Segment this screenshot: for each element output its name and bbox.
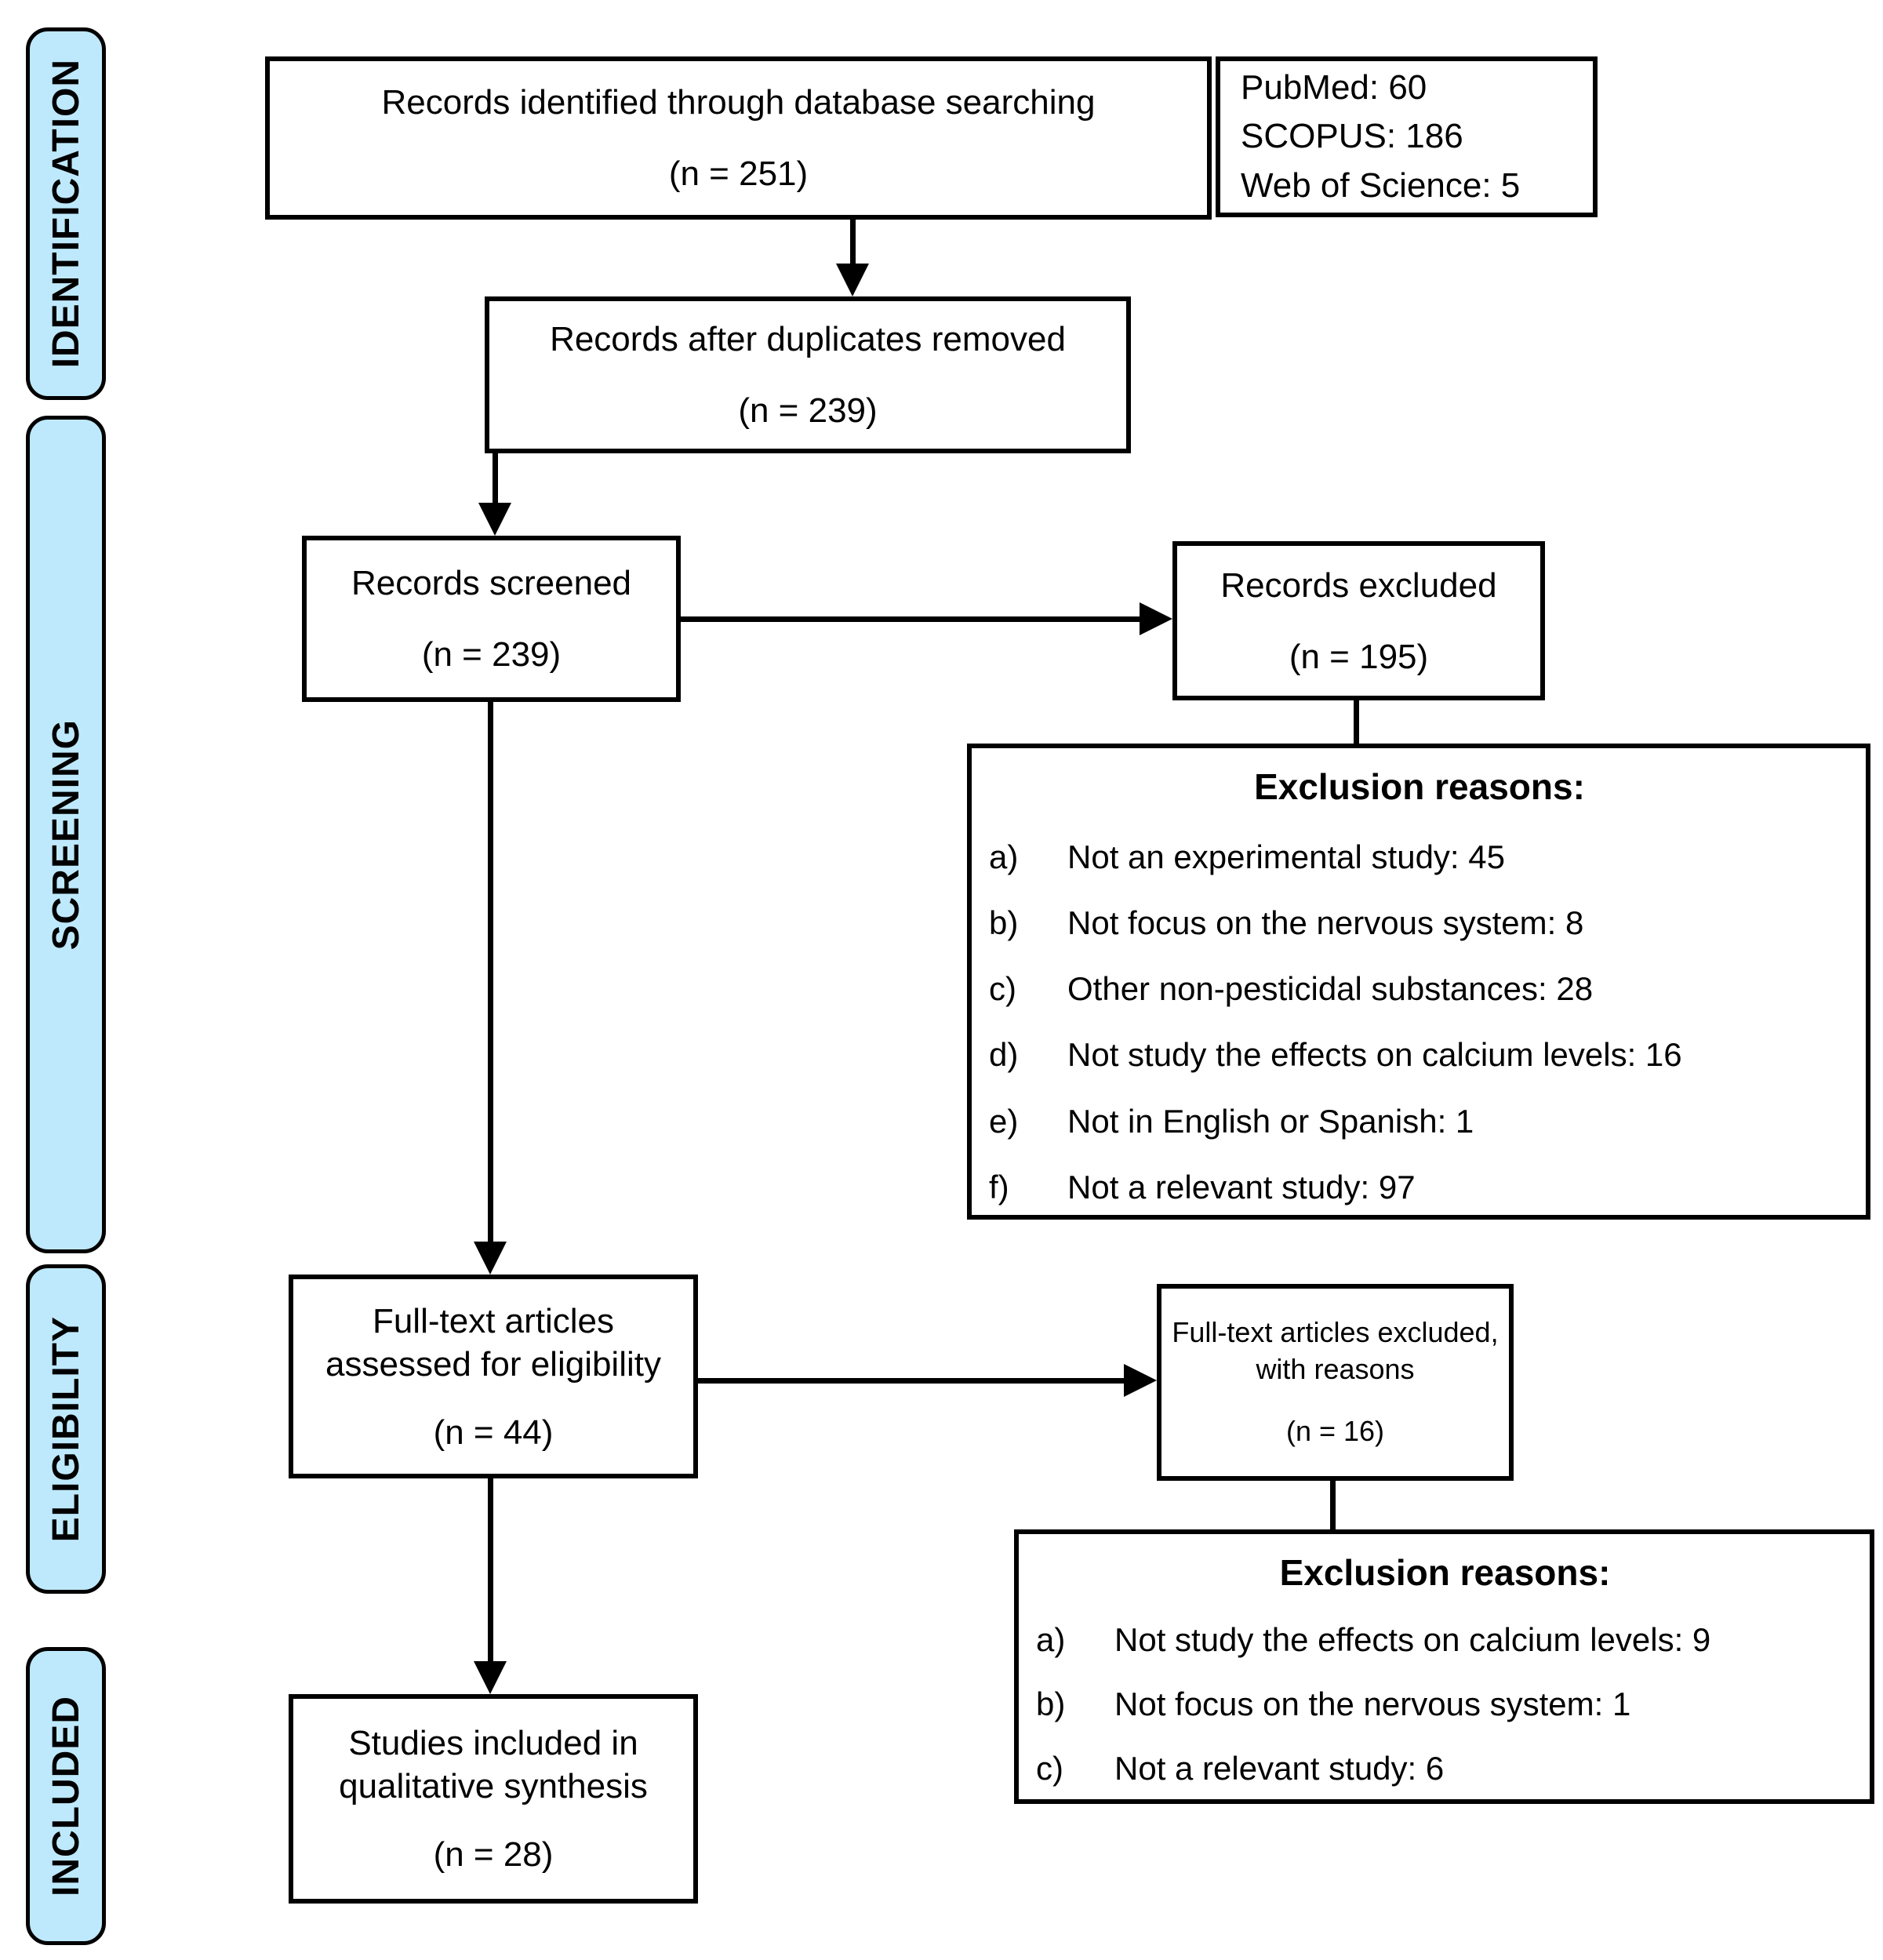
connector-duplicates-to-screened xyxy=(493,453,498,505)
stage-label: INCLUDED xyxy=(45,1696,87,1896)
exclusion-reason-item: a) Not an experimental study: 45 xyxy=(989,840,1850,875)
box-studies-included: Studies included in qualitative synthesi… xyxy=(289,1694,698,1904)
item-text: Not focus on the nervous system: 1 xyxy=(1114,1685,1631,1723)
item-text: Not in English or Spanish: 1 xyxy=(1067,1102,1474,1140)
arrowhead-right-icon xyxy=(1140,602,1172,635)
box-n-value: (n = 28) xyxy=(433,1835,554,1874)
box-text-line: Records identified through database sear… xyxy=(381,83,1096,122)
box-exclusion-reasons-screening: Exclusion reasons: a) Not an experimenta… xyxy=(967,744,1870,1220)
item-text: Other non-pesticidal substances: 28 xyxy=(1067,970,1594,1008)
box-n-value: (n = 251) xyxy=(668,155,809,193)
item-text: Not focus on the nervous system: 8 xyxy=(1067,904,1584,942)
exclusion-reason-item: c) Other non-pesticidal substances: 28 xyxy=(989,972,1850,1006)
stage-label: IDENTIFICATION xyxy=(45,59,87,369)
stage-included: INCLUDED xyxy=(26,1647,106,1945)
item-text: Not a relevant study: 97 xyxy=(1067,1168,1416,1205)
connector-excluded-to-reasons xyxy=(1354,700,1359,745)
box-n-value: (n = 16) xyxy=(1285,1414,1385,1447)
box-text-line: Full-text articles excluded, xyxy=(1172,1316,1499,1349)
exclusion-reason-item: c) Not a relevant study: 6 xyxy=(1036,1751,1854,1786)
item-marker: b) xyxy=(1036,1685,1066,1723)
box-records-screened: Records screened (n = 239) xyxy=(302,536,681,702)
arrowhead-down-icon xyxy=(474,1661,507,1694)
box-records-excluded: Records excluded (n = 195) xyxy=(1172,541,1545,700)
exclusion-reasons-title: Exclusion reasons: xyxy=(1254,766,1585,807)
box-text-line: qualitative synthesis xyxy=(339,1767,648,1805)
item-text: Not study the effects on calcium levels:… xyxy=(1114,1621,1711,1659)
box-duplicates-removed: Records after duplicates removed (n = 23… xyxy=(485,296,1131,453)
connector-screened-to-excluded xyxy=(681,616,1142,622)
box-text-line: Studies included in xyxy=(348,1724,638,1762)
item-text: Not study the effects on calcium levels:… xyxy=(1067,1036,1682,1074)
box-text-line: Full-text articles xyxy=(372,1301,615,1340)
item-marker: a) xyxy=(989,838,1019,876)
stage-screening: SCREENING xyxy=(26,416,106,1253)
exclusion-reason-item: e) Not in English or Spanish: 1 xyxy=(989,1104,1850,1139)
arrowhead-down-icon xyxy=(836,264,869,296)
box-n-value: (n = 44) xyxy=(433,1413,554,1452)
stage-label: SCREENING xyxy=(45,718,87,951)
connector-fulltext-to-included xyxy=(488,1478,493,1664)
box-n-value: (n = 195) xyxy=(1289,637,1429,676)
connector-identified-to-duplicates xyxy=(850,220,856,267)
connector-fulltext-to-excluded xyxy=(698,1378,1126,1384)
box-text-line: Records excluded xyxy=(1220,565,1497,605)
item-marker: a) xyxy=(1036,1621,1066,1659)
box-text-line: Records screened xyxy=(351,564,632,602)
arrowhead-right-icon xyxy=(1124,1364,1157,1397)
connector-fulltext-excluded-to-reasons xyxy=(1330,1481,1336,1531)
item-text: Not a relevant study: 6 xyxy=(1114,1750,1445,1787)
exclusion-reason-item: a) Not study the effects on calcium leve… xyxy=(1036,1623,1854,1657)
box-fulltext-excluded: Full-text articles excluded, with reason… xyxy=(1157,1284,1514,1481)
stage-label: ELIGIBILITY xyxy=(45,1315,87,1543)
exclusion-reason-item: b) Not focus on the nervous system: 8 xyxy=(989,906,1850,940)
database-count-scopus: SCOPUS: 186 xyxy=(1241,117,1463,156)
item-marker: d) xyxy=(989,1036,1019,1074)
stage-identification: IDENTIFICATION xyxy=(26,27,106,400)
box-records-identified: Records identified through database sear… xyxy=(265,56,1212,220)
database-count-web-of-science: Web of Science: 5 xyxy=(1241,165,1521,205)
item-marker: b) xyxy=(989,904,1019,942)
box-databases: PubMed: 60 SCOPUS: 186 Web of Science: 5 xyxy=(1216,56,1598,217)
item-marker: e) xyxy=(989,1102,1019,1140)
arrowhead-down-icon xyxy=(474,1242,507,1275)
box-n-value: (n = 239) xyxy=(421,635,562,674)
exclusion-reason-item: b) Not focus on the nervous system: 1 xyxy=(1036,1687,1854,1722)
item-text: Not an experimental study: 45 xyxy=(1067,838,1505,876)
box-exclusion-reasons-eligibility: Exclusion reasons: a) Not study the effe… xyxy=(1014,1529,1874,1804)
exclusion-reason-item: d) Not study the effects on calcium leve… xyxy=(989,1038,1850,1072)
box-fulltext-assessed: Full-text articles assessed for eligibil… xyxy=(289,1275,698,1478)
item-marker: f) xyxy=(989,1168,1009,1205)
box-text-line: assessed for eligibility xyxy=(325,1344,661,1384)
exclusion-reason-item: f) Not a relevant study: 97 xyxy=(989,1168,1850,1205)
box-text-line: Records after duplicates removed xyxy=(550,320,1066,358)
box-text-line: with reasons xyxy=(1256,1353,1415,1386)
exclusion-reasons-title: Exclusion reasons: xyxy=(1279,1552,1611,1593)
item-marker: c) xyxy=(1036,1750,1063,1787)
arrowhead-down-icon xyxy=(478,503,511,536)
box-n-value: (n = 239) xyxy=(738,391,878,430)
connector-screened-to-fulltext xyxy=(488,702,493,1244)
stage-eligibility: ELIGIBILITY xyxy=(26,1264,106,1594)
item-marker: c) xyxy=(989,970,1016,1008)
database-count-pubmed: PubMed: 60 xyxy=(1241,67,1427,107)
